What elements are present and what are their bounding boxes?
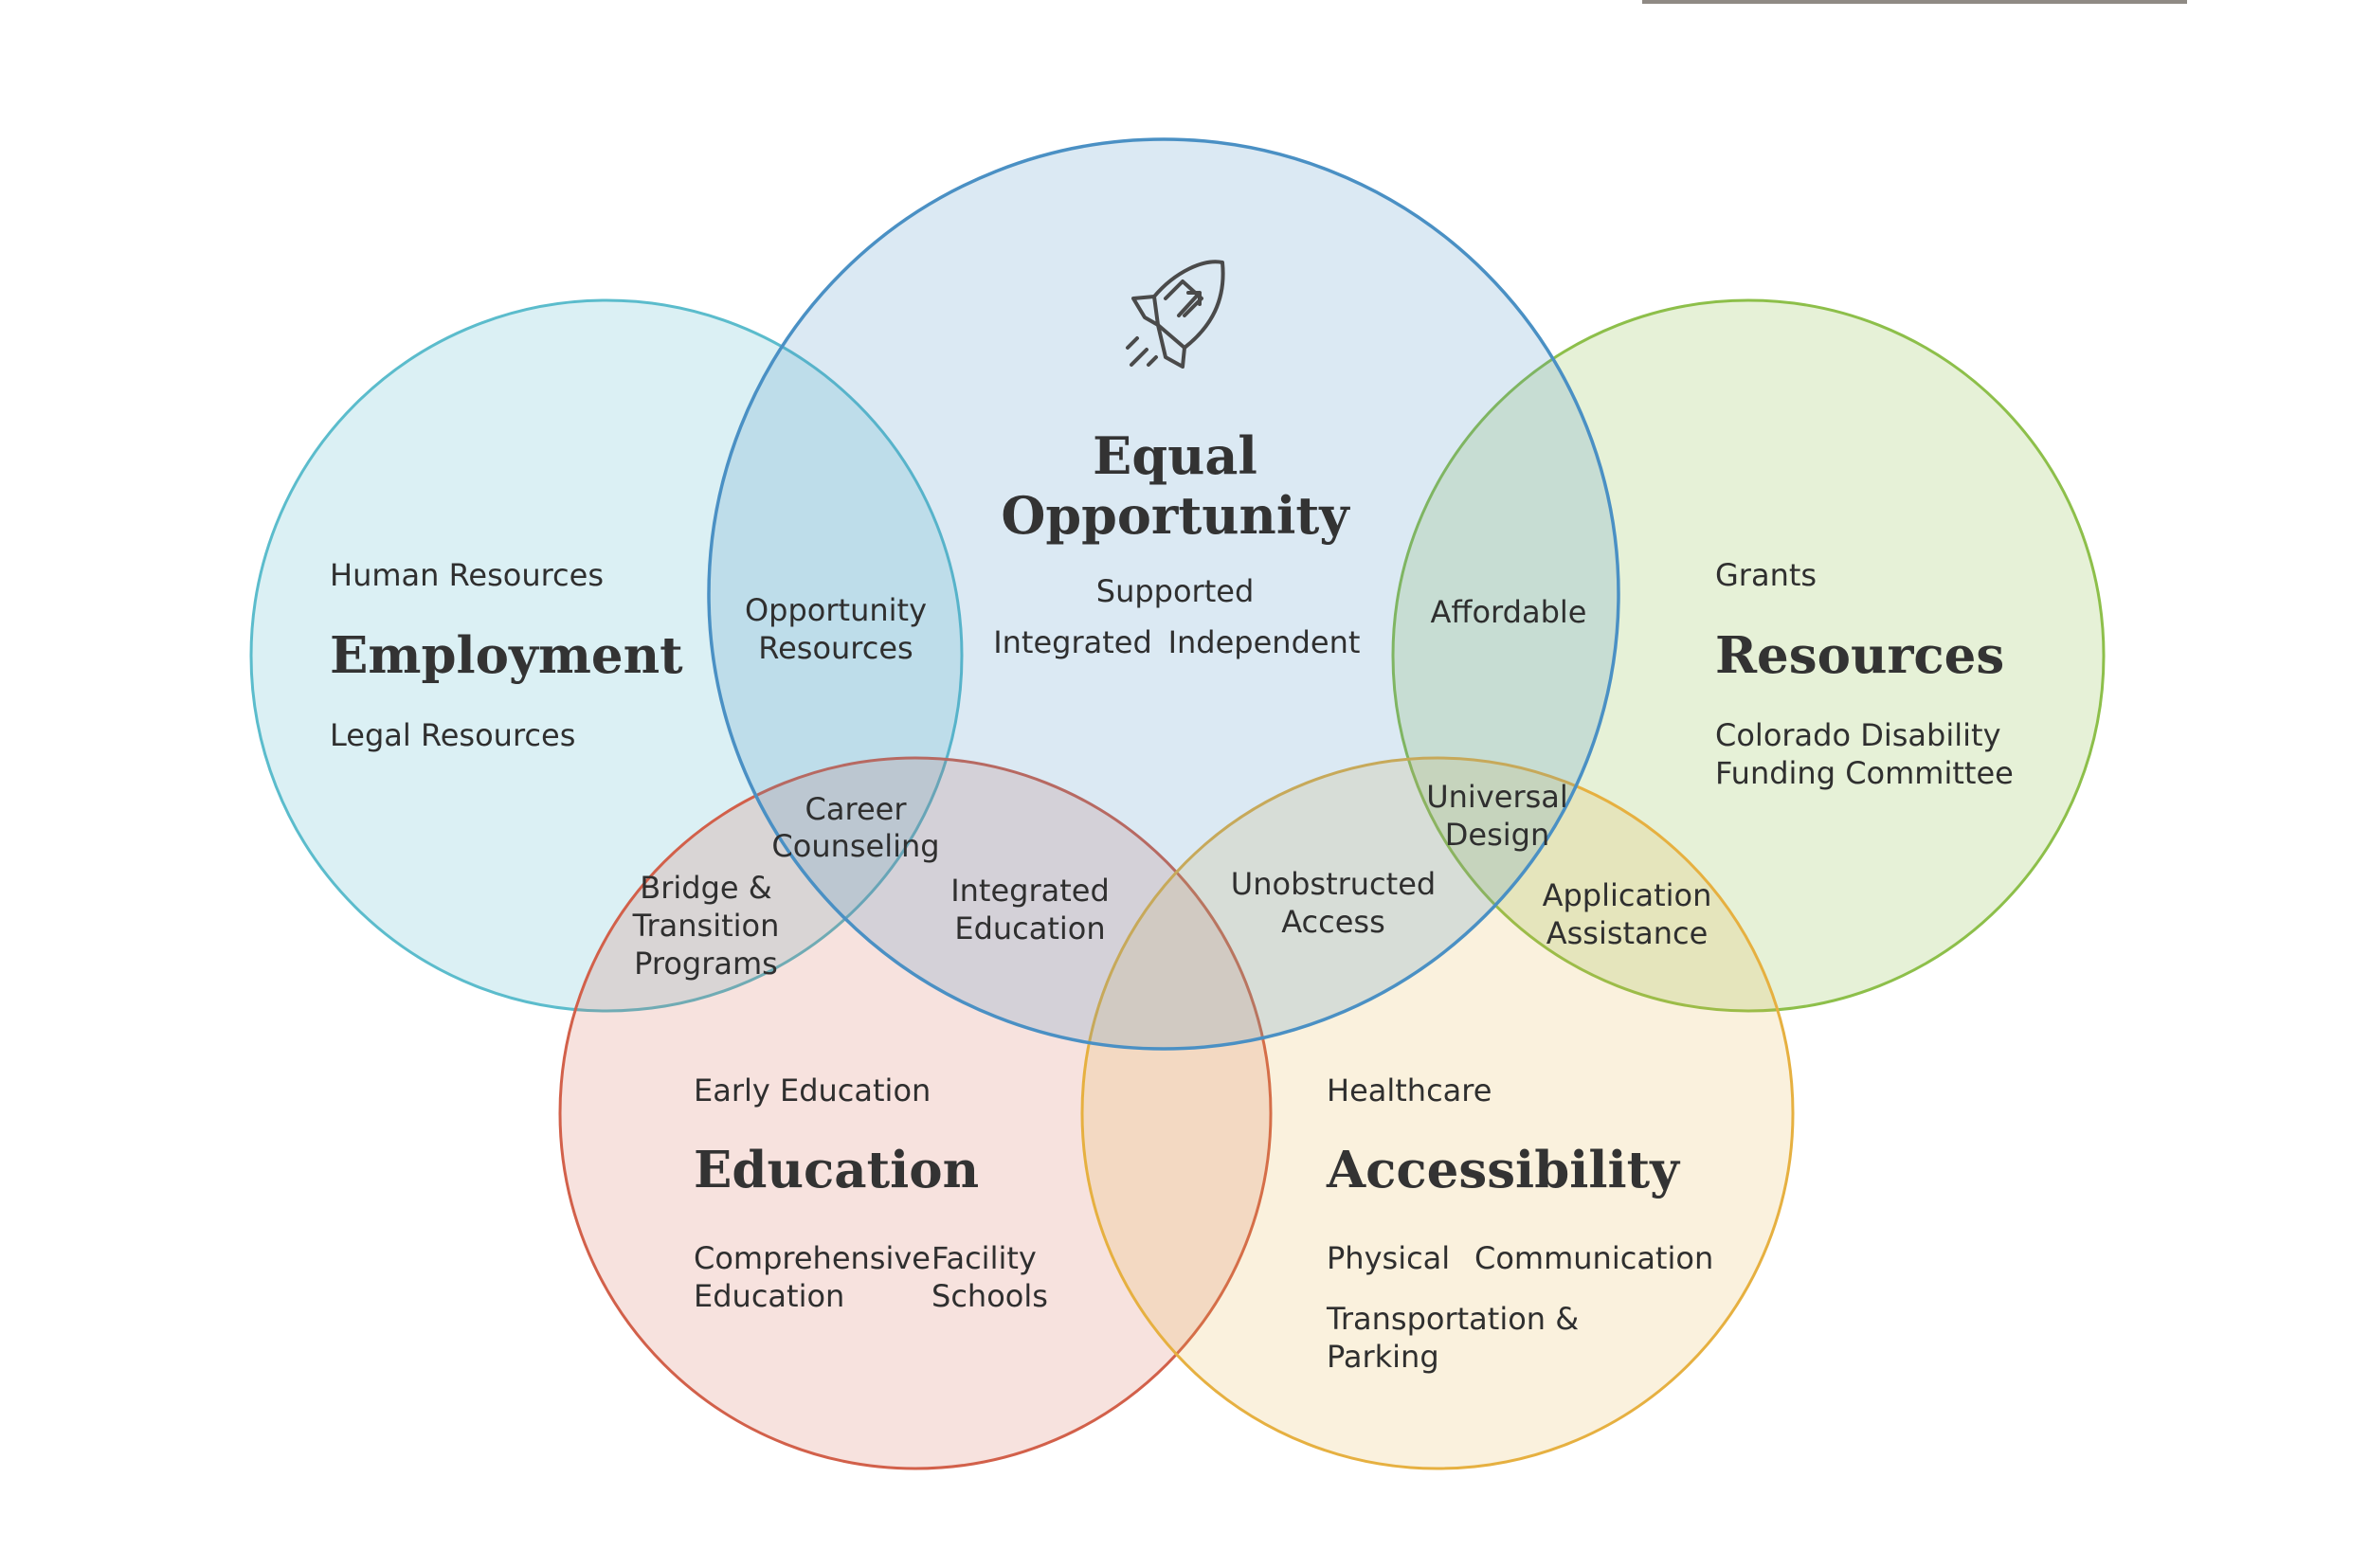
resources-item-colorado-disability: Colorado Disability	[1715, 717, 2001, 753]
overlap-universal-design-line2: Design	[1445, 817, 1549, 853]
accessibility-item-healthcare: Healthcare	[1327, 1072, 1492, 1108]
overlap-bridge-transition-line1: Bridge &	[640, 870, 771, 906]
education-item-schools: Schools	[931, 1278, 1048, 1314]
accessibility-title: Accessibility	[1326, 1141, 1681, 1199]
employment-item-human-resources: Human Resources	[330, 557, 604, 593]
overlap-opportunity-resources-line2: Resources	[758, 630, 913, 666]
overlap-career-counseling-line1: Career	[805, 791, 908, 827]
education-title: Education	[694, 1141, 979, 1199]
education-circle	[558, 756, 1273, 1470]
top-edge-strip	[1642, 0, 2187, 4]
accessibility-item-transportation: Transportation &	[1326, 1301, 1579, 1337]
overlap-bridge-transition-line2: Transition	[632, 908, 780, 944]
overlap-application-assistance-line2: Assistance	[1546, 915, 1709, 951]
equal-opportunity-item-integrated: Integrated	[993, 624, 1152, 660]
overlap-unobstructed-access-line2: Access	[1281, 904, 1385, 940]
overlap-integrated-education-line1: Integrated	[950, 873, 1110, 909]
overlap-career-counseling-line2: Counseling	[771, 828, 939, 864]
equal-opportunity-item-supported: Supported	[1096, 573, 1255, 609]
resources-item-grants: Grants	[1715, 557, 1817, 593]
equal-opportunity-circle	[707, 137, 1620, 1051]
overlap-universal-design-line1: Universal	[1426, 779, 1568, 815]
resources-circle	[1391, 298, 2106, 1013]
resources-item-funding-committee: Funding Committee	[1715, 755, 2014, 791]
overlap-integrated-education-line2: Education	[954, 910, 1105, 946]
accessibility-item-parking: Parking	[1327, 1339, 1439, 1375]
employment-item-legal-resources: Legal Resources	[330, 717, 575, 753]
equal-opportunity-item-independent: Independent	[1168, 624, 1361, 660]
equal-opportunity-title-line1: Equal	[1093, 425, 1257, 486]
employment-title: Employment	[330, 626, 683, 685]
overlap-application-assistance-line1: Application	[1543, 877, 1712, 913]
education-item-comprehensive-education: Education	[694, 1278, 844, 1314]
education-item-facility: Facility	[931, 1240, 1037, 1276]
equal-opportunity-title-line2: Opportunity	[1001, 485, 1350, 546]
rocket-icon	[1126, 260, 1225, 369]
education-item-early-education: Early Education	[694, 1072, 931, 1108]
accessibility-item-communication: Communication	[1474, 1240, 1713, 1276]
accessibility-item-physical: Physical	[1327, 1240, 1450, 1276]
resources-title: Resources	[1715, 626, 2004, 685]
education-item-comprehensive: Comprehensive	[694, 1240, 931, 1276]
overlap-opportunity-resources-line1: Opportunity	[745, 592, 927, 628]
overlap-bridge-transition-line3: Programs	[634, 946, 778, 982]
overlap-unobstructed-access-line1: Unobstructed	[1231, 866, 1436, 902]
accessibility-circle	[1080, 756, 1795, 1470]
employment-circle	[249, 298, 964, 1013]
overlap-affordable: Affordable	[1431, 594, 1587, 630]
